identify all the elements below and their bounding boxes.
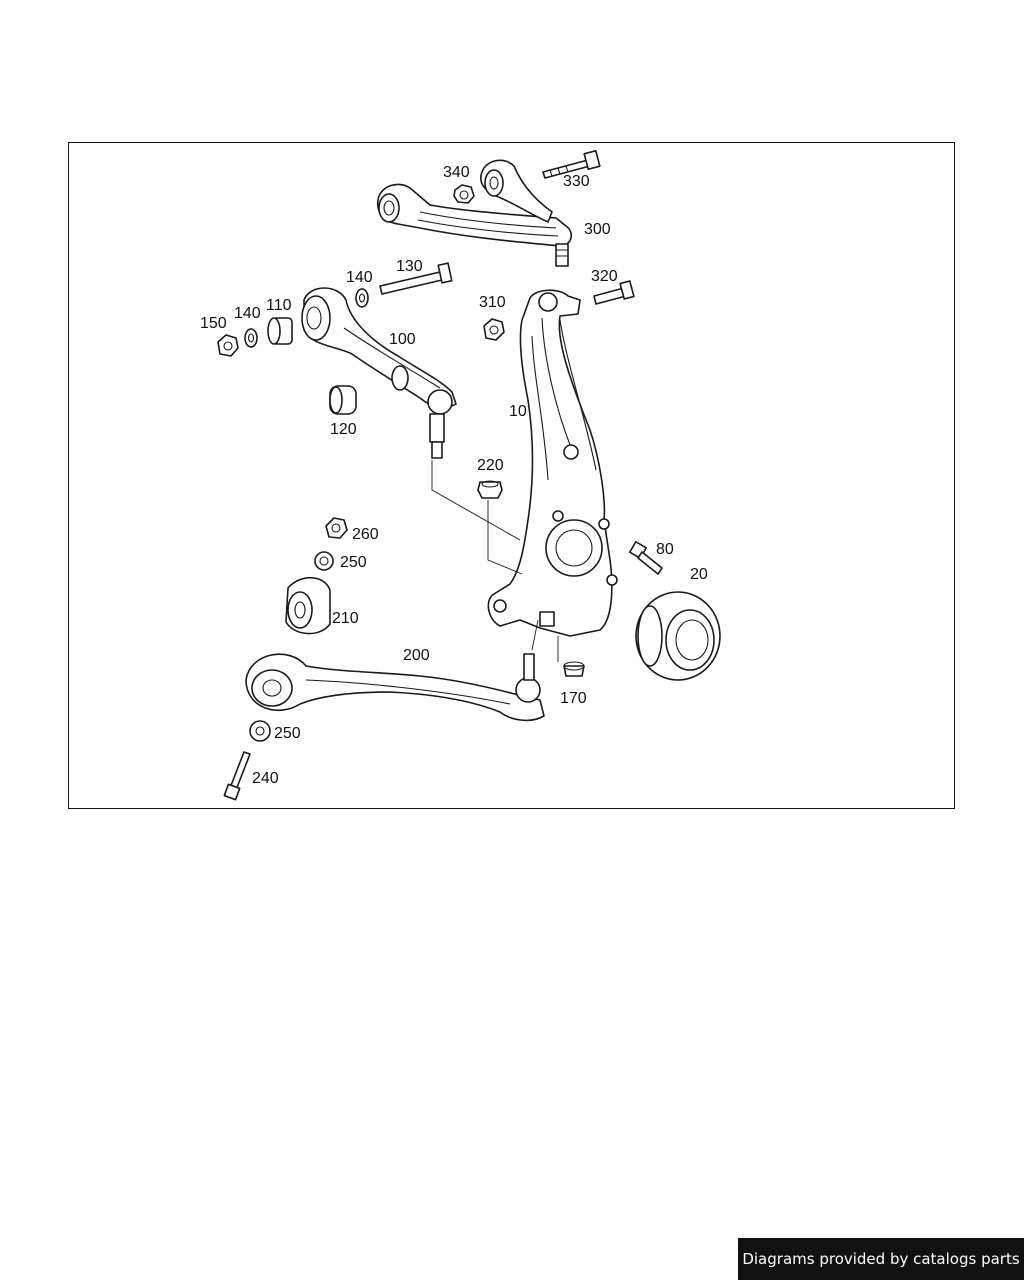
part-250-washer-lower[interactable]: [249, 720, 271, 742]
part-200-lower-control-arm[interactable]: [245, 653, 545, 722]
label-10: 10: [509, 403, 527, 420]
part-140-washer-upper[interactable]: [355, 288, 369, 308]
label-310: 310: [479, 294, 506, 311]
label-240: 240: [252, 770, 279, 787]
label-130: 130: [396, 258, 423, 275]
part-170-nut[interactable]: [563, 661, 585, 677]
part-150-nut[interactable]: [217, 334, 239, 357]
label-100: 100: [389, 331, 416, 348]
part-220-nut[interactable]: [477, 480, 503, 499]
part-140-washer[interactable]: [244, 328, 258, 348]
part-100-control-arm[interactable]: [301, 287, 457, 459]
label-300: 300: [584, 221, 611, 238]
part-240-bolt[interactable]: [223, 751, 251, 801]
label-120: 120: [330, 421, 357, 438]
diagram-frame: [68, 142, 955, 809]
part-250-washer-upper[interactable]: [314, 551, 334, 571]
part-130-bolt[interactable]: [379, 262, 453, 295]
label-260: 260: [352, 526, 379, 543]
label-140-upper: 140: [346, 269, 373, 286]
label-170: 170: [560, 690, 587, 707]
label-110: 110: [266, 297, 292, 314]
part-300-upper-control-arm[interactable]: [376, 159, 573, 267]
label-210: 210: [332, 610, 359, 627]
label-250-lower: 250: [274, 725, 301, 742]
part-330-bolt[interactable]: [542, 149, 601, 179]
part-20-wheel-hub[interactable]: [635, 591, 721, 681]
label-340: 340: [443, 164, 470, 181]
label-20: 20: [690, 566, 708, 583]
label-220: 220: [477, 457, 504, 474]
label-140-lower: 140: [234, 305, 261, 322]
part-320-bolt[interactable]: [593, 280, 635, 305]
label-200: 200: [403, 647, 430, 664]
part-80-bolt[interactable]: [629, 541, 663, 575]
leader-lines: [431, 460, 559, 662]
part-260-nut[interactable]: [325, 517, 348, 539]
part-120-bushing[interactable]: [329, 385, 357, 415]
label-320: 320: [591, 268, 618, 285]
label-80: 80: [656, 541, 674, 558]
credit-banner: Diagrams provided by catalogs parts: [738, 1238, 1024, 1280]
label-250-upper: 250: [340, 554, 367, 571]
label-330: 330: [563, 173, 590, 190]
part-labels: 10 20 80 100 110 120 130 140 140 150 170…: [200, 164, 708, 787]
part-210-bushing[interactable]: [285, 576, 331, 635]
part-340-nut[interactable]: [453, 184, 475, 204]
part-310-nut[interactable]: [483, 318, 505, 341]
part-10-steering-knuckle[interactable]: [487, 289, 618, 637]
part-110-bushing[interactable]: [267, 317, 293, 345]
label-150: 150: [200, 315, 227, 332]
